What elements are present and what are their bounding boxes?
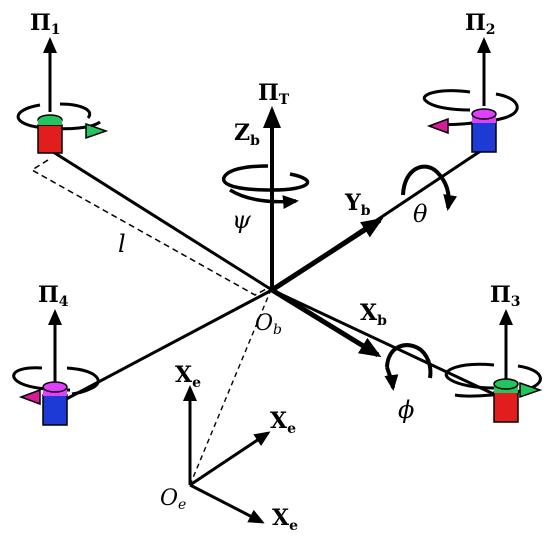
- rotor-2-motor-top: [471, 108, 497, 120]
- body-x-label: Xb: [360, 300, 387, 329]
- body-z-label: Zb: [234, 120, 260, 149]
- body-origin-label: Ob: [255, 311, 282, 338]
- roll-angle-label: ϕ: [398, 396, 414, 424]
- rotor-1-thrust-label: Π1: [30, 10, 61, 38]
- earth-axis-label-a: Xe: [175, 362, 201, 391]
- rotor-3-motor-body: [493, 391, 519, 423]
- roll-rotation-arrow: [384, 343, 433, 391]
- rotor-3: [444, 309, 543, 423]
- arm-length-dimension: [30, 159, 271, 296]
- arm-rotor-1: [49, 148, 273, 292]
- earth-axis-diagonal-up: [189, 431, 271, 487]
- rotor-1: [16, 37, 109, 154]
- rotor-4-motor-body: [42, 394, 68, 426]
- rotor-4-motor-top: [42, 381, 68, 393]
- arm-length-label: l: [118, 230, 126, 258]
- earth-origin-label: Oe: [160, 486, 186, 513]
- position-vector: [189, 291, 271, 486]
- body-x-axis: [270, 287, 382, 358]
- earth-axis-diagonal-down: [189, 483, 265, 524]
- body-y-axis: [270, 217, 384, 293]
- rotor-1-spin-arrow: [85, 122, 109, 140]
- yaw-angle-label: ψ: [232, 206, 252, 234]
- rotor-1-motor-body: [37, 124, 63, 154]
- body-y-label: Yb: [344, 190, 371, 219]
- pitch-angle-label: θ: [413, 200, 428, 228]
- rotor-2-motor-body: [471, 121, 497, 153]
- rotor-4: [12, 309, 100, 426]
- rotor-4-spin-arrow: [18, 388, 41, 406]
- total-thrust-label: ΠT: [258, 80, 290, 108]
- rotor-2: [422, 37, 519, 153]
- yaw-rotation-arrow: [221, 164, 310, 210]
- arm-rotor-3: [271, 288, 501, 399]
- rotor-2-spin-arrow: [426, 117, 449, 135]
- arm-rotor-4: [54, 288, 273, 407]
- rotor-3-spin-arrow: [519, 381, 543, 399]
- earth-axis-label-c: Xe: [272, 505, 298, 534]
- rotor-3-motor-top: [493, 378, 519, 390]
- rotor-2-thrust-label: Π2: [465, 10, 496, 38]
- rotor-3-thrust-label: Π3: [490, 282, 521, 310]
- rotor-4-thrust-label: Π4: [38, 282, 69, 310]
- frame-arms: [49, 146, 501, 407]
- earth-axis-label-b: Xe: [270, 408, 296, 437]
- pitch-rotation-arrow: [401, 164, 458, 211]
- earth-axes: [183, 385, 271, 524]
